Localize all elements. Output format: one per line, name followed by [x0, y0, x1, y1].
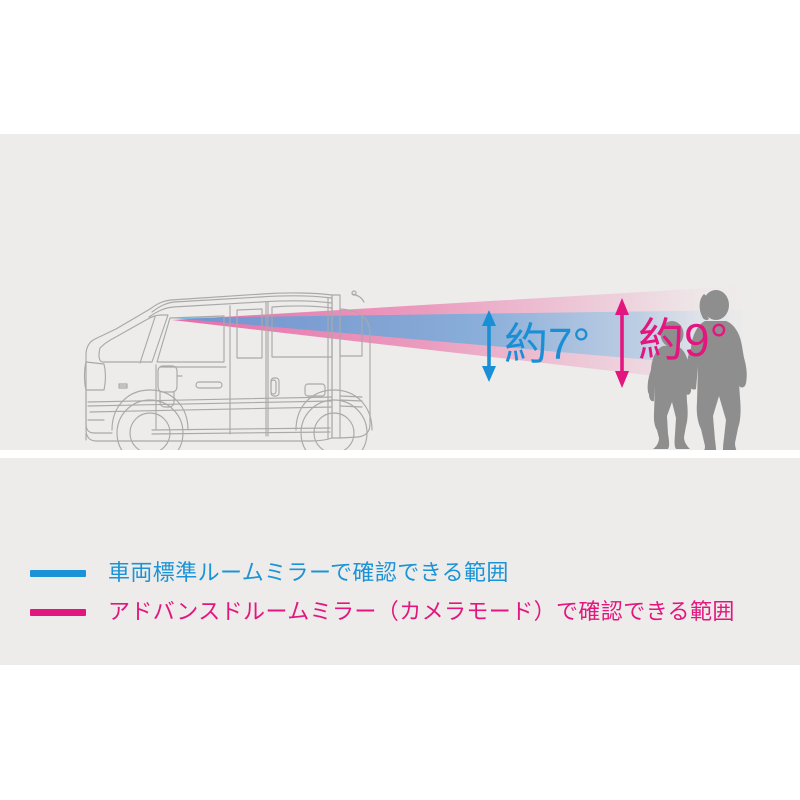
legend-item-advanced-mirror: アドバンスドルームミラー（カメラモード）で確認できる範囲 — [30, 597, 735, 627]
angle-9-label: 約9° — [638, 314, 728, 366]
angle-9-annotation: 約9° — [615, 298, 728, 388]
legend-item-standard-mirror: 車両標準ルームミラーで確認できる範囲 — [30, 558, 509, 588]
angle-7-arrow-icon — [482, 310, 496, 382]
legend: 車両標準ルームミラーで確認できる範囲 アドバンスドルームミラー（カメラモード）で… — [0, 458, 800, 665]
pedestrian-group — [647, 290, 747, 450]
legend-label-standard-mirror: 車両標準ルームミラーで確認できる範囲 — [108, 560, 509, 585]
mirror-range-diagram: 約7° 約9° — [83, 286, 747, 450]
adult-pedestrian-silhouette — [675, 290, 747, 450]
kei-van-side-view — [83, 290, 373, 450]
legend-panel-background — [0, 458, 800, 665]
standard-mirror-cone — [172, 310, 742, 368]
angle-9-arrow-icon — [615, 298, 629, 388]
legend-swatch-blue — [30, 569, 86, 577]
view-range-cones — [172, 286, 742, 386]
angle-7-label: 約7° — [504, 320, 590, 369]
legend-swatch-pink — [30, 608, 86, 616]
legend-label-advanced-mirror: アドバンスドルームミラー（カメラモード）で確認できる範囲 — [108, 599, 735, 624]
angle-7-annotation: 約7° — [482, 310, 590, 382]
